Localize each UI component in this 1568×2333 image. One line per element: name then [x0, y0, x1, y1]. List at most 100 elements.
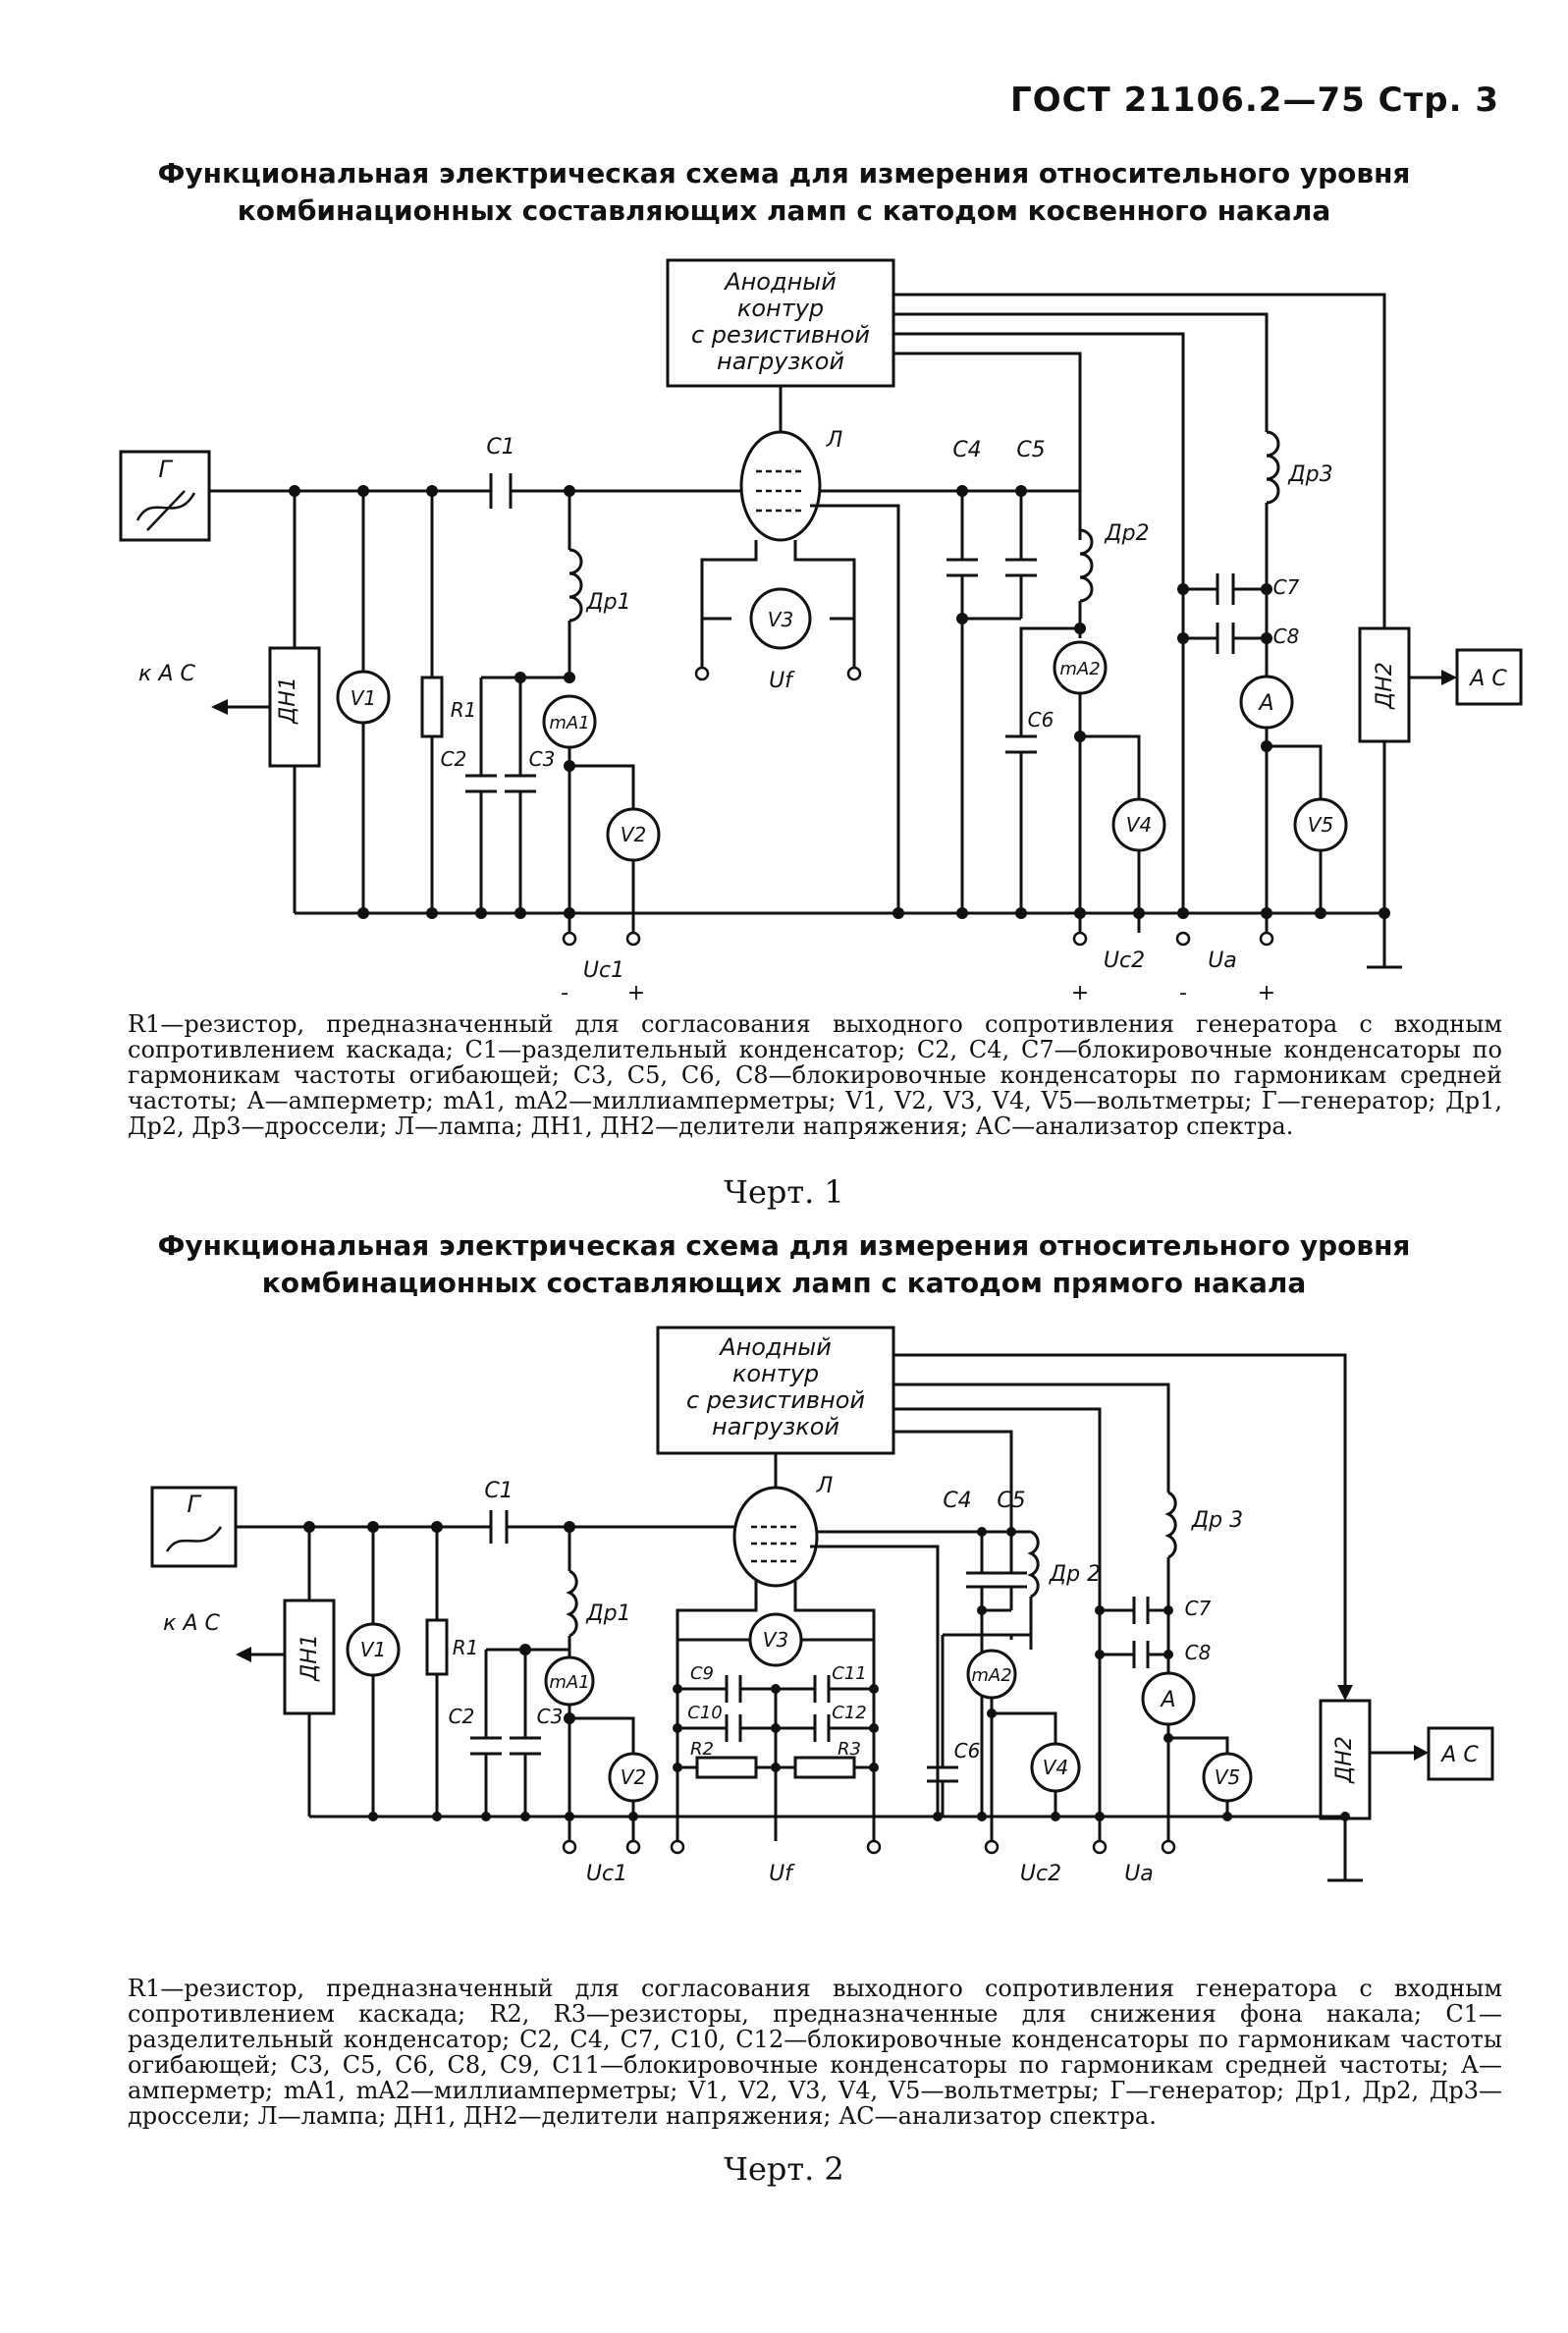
- anode-circuit-box: [666, 258, 895, 388]
- v5-2-label: V5: [1215, 1765, 1240, 1789]
- anode2-label-2: контур: [732, 1360, 819, 1387]
- figure2-legend-text: R1—резистор, предназначенный для согласо…: [128, 1975, 1502, 2130]
- figure2-schematic: Анодный контур с резистивной нагрузкой Г…: [150, 1326, 1494, 1886]
- dr1-label: Др1: [585, 590, 630, 615]
- figure1-schematic: Анодный контур с резистивной нагрузкой Г…: [119, 258, 1523, 1005]
- lamp-2-label: Л: [816, 1474, 834, 1498]
- c8-label: C8: [1273, 624, 1300, 648]
- v5-2-meter: [1202, 1752, 1253, 1803]
- figure2-title-line1: Функциональная электрическая схема для и…: [157, 1229, 1411, 1262]
- ac-2-box: [1427, 1726, 1494, 1781]
- ac-2-label: А С: [1439, 1743, 1479, 1767]
- ac-box: [1455, 648, 1523, 706]
- ac-label: А С: [1468, 667, 1507, 691]
- v4-label: V4: [1126, 813, 1152, 837]
- c5-label: C5: [1016, 438, 1045, 462]
- v4-meter: [1111, 797, 1166, 852]
- dn1-label: ДН1: [276, 677, 300, 725]
- kac-2-label: к А С: [163, 1611, 220, 1636]
- ua-label: Ua: [1208, 949, 1237, 973]
- anode-label-3: с резистивной: [691, 321, 870, 349]
- generator-box: [119, 450, 211, 542]
- c8-2-label: C8: [1185, 1641, 1212, 1664]
- c7-2-label: C7: [1185, 1597, 1212, 1620]
- ua-2-label: Ua: [1124, 1862, 1154, 1886]
- dr3-label: Др3: [1287, 462, 1332, 487]
- c4-2-label: C4: [943, 1489, 971, 1513]
- v2-2-label: V2: [621, 1765, 646, 1789]
- ma1-label: mA1: [549, 713, 589, 733]
- v1-meter: [336, 670, 391, 725]
- uc1-2-label: Uc1: [586, 1862, 627, 1886]
- r3-label: R3: [838, 1739, 861, 1760]
- c6-label: C6: [1028, 708, 1054, 732]
- figure2-legend: R1—резистор, предназначенный для согласо…: [128, 1976, 1502, 2129]
- v3-meter: [749, 587, 812, 650]
- a-label: A: [1257, 691, 1273, 716]
- anode-label-1: Анодный: [723, 268, 837, 296]
- c9-label: C9: [690, 1663, 714, 1684]
- c12-label: C12: [832, 1703, 866, 1723]
- c6-2-label: C6: [954, 1739, 981, 1763]
- ma2-2-label: mA2: [971, 1665, 1011, 1686]
- ma1-2-label: mA1: [549, 1672, 589, 1693]
- c2-label: C2: [441, 747, 467, 771]
- dr3-choke: [1266, 430, 1280, 505]
- generator-label: Г: [158, 456, 173, 483]
- v2-label: V2: [621, 823, 646, 846]
- figure1-title-line2: комбинационных составляющих ламп с катод…: [237, 194, 1331, 227]
- dr2-label: Др2: [1104, 521, 1149, 546]
- figure2-caption: Черт. 2: [724, 2150, 844, 2188]
- v5-label: V5: [1308, 813, 1333, 837]
- uc2-label: Uc2: [1104, 949, 1145, 973]
- v4-2-meter: [1030, 1742, 1081, 1793]
- v1-2-meter: [346, 1622, 401, 1677]
- c3-label: C3: [529, 747, 556, 771]
- uc2-plus: +: [1071, 981, 1089, 1005]
- figure2-title-line2: комбинационных составляющих ламп с катод…: [261, 1267, 1307, 1299]
- figure1-legend: R1—резистор, предназначенный для согласо…: [128, 1011, 1502, 1139]
- r1-label: R1: [451, 698, 477, 722]
- dr2-choke: [1079, 528, 1094, 603]
- dr2-2-choke: [1027, 1530, 1040, 1599]
- v3-label: V3: [768, 608, 793, 631]
- v3-2-label: V3: [763, 1628, 788, 1652]
- a-2-label: A: [1159, 1688, 1175, 1712]
- anode-circuit-box-2: [656, 1326, 895, 1455]
- figure1-title: Функциональная электрическая схема для и…: [98, 155, 1470, 230]
- kac-label: к А С: [138, 662, 195, 686]
- dr3-2-label: Др 3: [1191, 1508, 1243, 1533]
- ma2-label: mA2: [1059, 659, 1100, 679]
- uf-label: Uf: [769, 669, 795, 693]
- v1-2-label: V1: [360, 1638, 386, 1661]
- anode-label-4: нагрузкой: [717, 348, 844, 375]
- lamp-label: Л: [826, 428, 843, 453]
- v2-2-meter: [608, 1752, 659, 1803]
- anode2-label-4: нагрузкой: [712, 1413, 839, 1440]
- anode2-label-1: Анодный: [718, 1333, 832, 1361]
- v5-meter: [1293, 797, 1348, 852]
- uc1-minus: -: [561, 981, 568, 1005]
- c2-2-label: C2: [449, 1705, 475, 1728]
- dr1-2-choke: [566, 1569, 578, 1638]
- r1-resistor: [420, 676, 444, 738]
- ua-plus: +: [1258, 981, 1275, 1005]
- c11-label: C11: [832, 1663, 866, 1684]
- v1-label: V1: [351, 686, 376, 710]
- figure1-caption: Черт. 1: [724, 1173, 844, 1211]
- dr1-2-label: Др1: [585, 1601, 630, 1626]
- anode-label-2: контур: [737, 295, 824, 322]
- uf-2-label: Uf: [769, 1862, 795, 1886]
- r1-2-label: R1: [453, 1636, 479, 1659]
- dn1-2-box: [283, 1599, 336, 1715]
- r1-2-resistor: [425, 1618, 449, 1676]
- r3-resistor: [793, 1756, 856, 1779]
- uc1-label: Uc1: [583, 958, 624, 983]
- generator2-icon: [165, 1526, 223, 1552]
- dn1-2-label: ДН1: [297, 1634, 322, 1682]
- generator-icon: [135, 492, 196, 521]
- c5-2-label: C5: [997, 1489, 1025, 1513]
- lamp-2: [732, 1486, 819, 1588]
- ua-minus: -: [1179, 981, 1187, 1005]
- v2-meter: [606, 807, 661, 862]
